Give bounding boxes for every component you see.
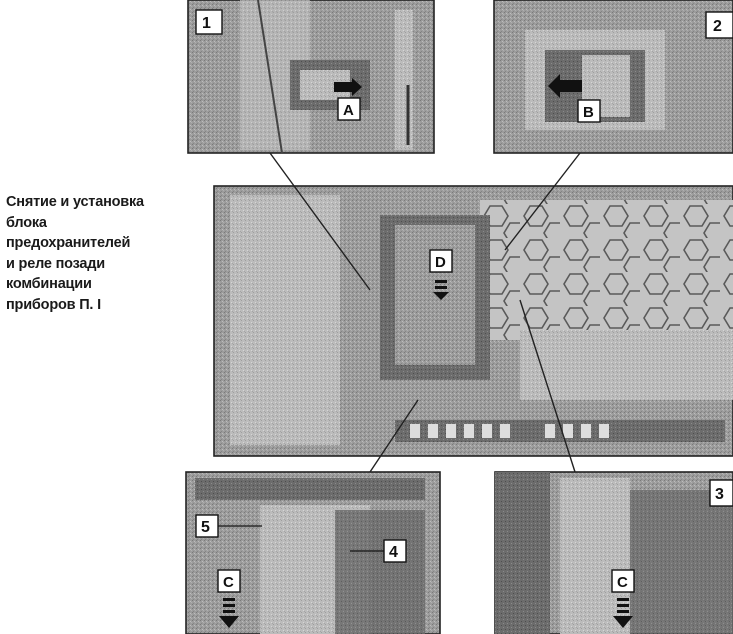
step-1-number-box — [195, 9, 223, 35]
callout-c-right-box — [611, 569, 635, 593]
callout-c-right-label: C — [617, 574, 628, 591]
relay-row — [395, 420, 725, 442]
figure-caption: Снятие и установка блока предохранителей… — [6, 192, 196, 315]
step-4-number: 4 — [389, 544, 398, 561]
callout-a-box — [337, 97, 361, 121]
step-1-number: 1 — [202, 15, 211, 32]
caption-line-4: и реле позади — [6, 255, 105, 272]
callout-d-box — [429, 249, 453, 273]
callout-c-left-box — [217, 569, 241, 593]
callout-b-label: B — [583, 104, 594, 121]
step-2-number: 2 — [713, 18, 722, 35]
caption-line-6: приборов П. I — [6, 296, 101, 313]
callout-b-box — [577, 99, 601, 123]
step-2-number-box — [705, 11, 733, 39]
photo-step-1: 1 A — [187, 0, 435, 154]
photo-step-4-5: 5 4 C — [185, 471, 441, 634]
step-5-number: 5 — [201, 519, 210, 536]
callout-d-label: D — [435, 254, 446, 271]
caption-line-5: комбинации — [6, 276, 92, 292]
photo-step-2: 2 B — [493, 0, 733, 154]
caption-line-2: блока — [6, 214, 47, 231]
caption-line-3: предохранителей — [6, 235, 131, 251]
step-3-number: 3 — [715, 486, 724, 503]
caption-line-1: Снятие и установка — [6, 194, 144, 210]
callout-a-label: A — [343, 102, 354, 119]
connector-lines — [269, 152, 581, 473]
photo-overview: D — [213, 185, 733, 457]
photo-step-3: 3 C — [494, 471, 733, 634]
step-3-number-box — [709, 479, 733, 507]
callout-c-left-label: C — [223, 574, 234, 591]
